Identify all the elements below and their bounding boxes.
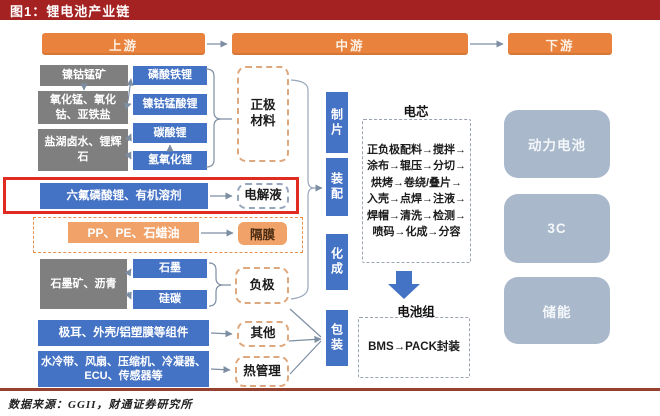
label-other: 其他 <box>237 321 289 347</box>
cell-process-box: 正负极配料→搅拌→涂布→辊压→分切→烘烤→卷绕/叠片→入壳→点焊→注液→焊帽→清… <box>362 119 471 263</box>
arrow-thermal-packaging <box>289 340 322 375</box>
ore-brine-spodumene: 盐湖卤水、锂辉石 <box>38 129 128 171</box>
label-cathode-material: 正极材料 <box>237 66 289 162</box>
electrolyte-raw: 六氟磷酸锂、有机溶剂 <box>40 183 208 209</box>
arrow-oxides-lfp <box>126 78 134 102</box>
arrow-graphiteore-graphite <box>124 268 132 277</box>
pack-section-title: 电池组 <box>397 305 435 319</box>
ore-graphite-pitch: 石墨矿、沥青 <box>40 259 127 309</box>
pack-process-box: BMS→PACK封装 <box>358 317 470 378</box>
ore-ni-co-mn: 镍钴锰矿 <box>40 65 128 86</box>
arrow-other-packaging <box>288 335 322 344</box>
step-sheet-making: 制片 <box>326 92 348 153</box>
label-separator: 隔膜 <box>238 222 287 245</box>
thermal-raw: 水冷带、风扇、压缩机、冷凝器、ECU、传感器等 <box>38 351 209 387</box>
arrow-oxides-ncm <box>123 102 132 110</box>
salt-lfp: 磷酸铁锂 <box>133 66 207 85</box>
label-electrolyte: 电解液 <box>237 183 289 209</box>
cell-section-title: 电芯 <box>403 105 429 119</box>
arrow-otherraw-other <box>210 330 233 338</box>
stage-bar-midstream: 中游 <box>232 33 468 55</box>
electrolyte-row-highlight <box>3 177 299 214</box>
figure-title-banner: 图1：锂电池产业链 <box>0 0 660 20</box>
anode-graphite: 石墨 <box>133 259 207 278</box>
app-3c: 3C <box>504 194 610 263</box>
separator-row-outline <box>33 217 303 253</box>
app-power-battery: 动力电池 <box>504 110 610 178</box>
label-anode: 负极 <box>235 267 289 304</box>
label-thermal: 热管理 <box>235 356 289 387</box>
step-formation: 化成 <box>326 234 348 290</box>
block-arrow-cell-to-pack <box>388 271 420 299</box>
brace-anodemats-anode <box>208 262 231 307</box>
ore-oxides-salts: 氧化锰、氧化钴、亚铁盐 <box>38 91 128 124</box>
salt-li2co3: 碳酸锂 <box>133 123 207 143</box>
anode-silicon-carbon: 硅碳 <box>133 290 207 309</box>
arrow-brine-lioh <box>124 151 132 160</box>
app-energy-storage: 储能 <box>504 277 610 344</box>
arrow-thermalraw-thermal <box>210 366 231 374</box>
brace-salts-cathode <box>205 68 232 168</box>
stage-bar-upstream: 上游 <box>42 33 205 55</box>
stage-bar-downstream: 下游 <box>508 33 612 55</box>
arrow-anode-packaging <box>289 308 322 338</box>
data-source-note: 数据来源：GGII，财通证券研究所 <box>8 399 193 411</box>
step-packaging: 包装 <box>326 310 348 366</box>
step-assembly: 装配 <box>326 158 348 216</box>
salt-ncm: 镍钴锰酸锂 <box>133 94 207 115</box>
bottom-rule <box>0 388 660 391</box>
separator-raw: PP、PE、石蜡油 <box>68 222 199 243</box>
other-raw: 极耳、外壳/铝塑膜等组件 <box>38 320 209 346</box>
arrow-graphiteore-sic <box>125 291 132 300</box>
arrow-brine-li2co3 <box>125 133 132 142</box>
figure-title: 图1：锂电池产业链 <box>10 3 131 19</box>
salt-lioh: 氢氧化锂 <box>133 151 207 170</box>
